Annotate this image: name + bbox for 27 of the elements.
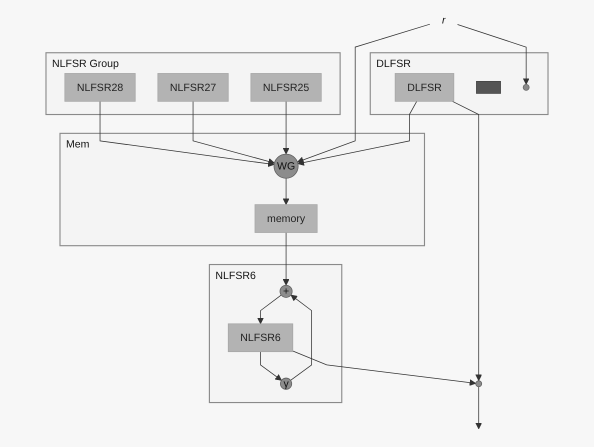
arrow (457, 24, 530, 85)
node-circle (475, 380, 482, 388)
node-box: NLFSR28 (64, 73, 136, 102)
arrow (297, 24, 430, 164)
node-box: NLFSR6 (228, 323, 294, 352)
node-box: DLFSR (394, 73, 454, 102)
arrow (282, 178, 290, 205)
node-circle: + (280, 284, 293, 298)
node-circle: WG (274, 154, 299, 179)
arrow (475, 386, 482, 430)
arrow (452, 100, 482, 381)
node-box: memory (254, 204, 318, 233)
arrow (292, 350, 476, 386)
node-box: NLFSR25 (250, 73, 322, 102)
node-bar (476, 81, 501, 94)
node-box: NLFSR27 (157, 73, 229, 102)
arrow (298, 100, 418, 166)
node-text: r (442, 14, 446, 26)
arrow (282, 232, 290, 286)
node-circle: γ (280, 378, 292, 390)
arrow (257, 294, 282, 324)
arrow (192, 100, 275, 165)
arrow (260, 351, 282, 381)
arrow (282, 100, 290, 154)
node-circle (522, 84, 530, 91)
arrow (290, 294, 312, 381)
arrow (100, 100, 274, 168)
